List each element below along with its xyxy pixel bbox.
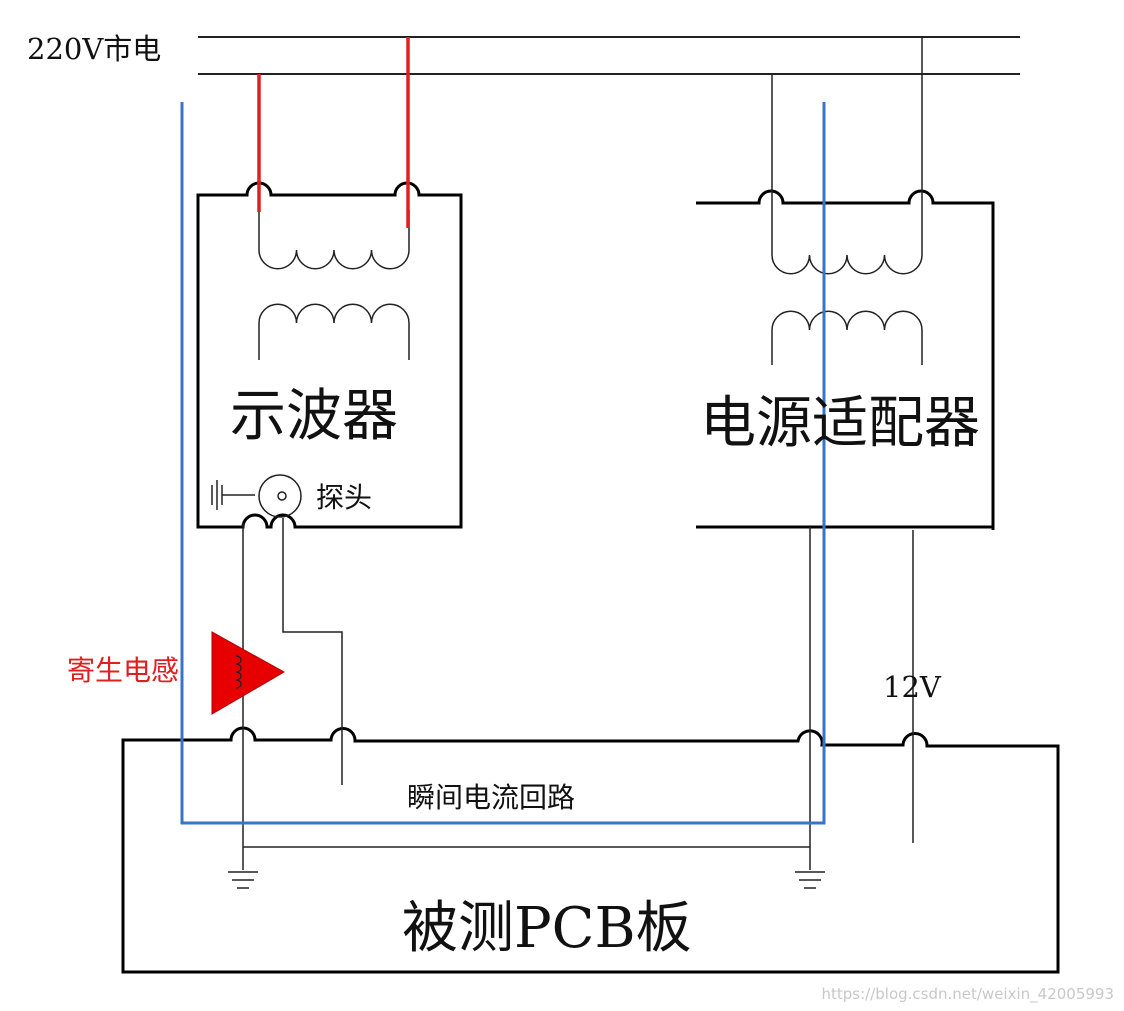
adapter-label: 电源适配器 — [700, 391, 980, 456]
pcb-label: 被测PCB板 — [402, 896, 692, 961]
mains-bus — [198, 36, 1020, 75]
loop-label: 瞬间电流回路 — [407, 781, 575, 814]
scope-ground-icon — [211, 480, 255, 510]
probe-label: 探头 — [316, 481, 372, 514]
mains-label: 220V市电 — [27, 32, 161, 66]
adapter-box — [696, 189, 995, 530]
oscilloscope-label: 示波器 — [230, 384, 398, 449]
current-loop — [180, 102, 826, 825]
pcb-ground-icon-right — [795, 871, 825, 889]
oscilloscope-transformer — [258, 210, 410, 360]
adapter-transformer — [771, 37, 923, 365]
pcb-ground-icon-left — [228, 871, 258, 889]
parasitic-inductance-icon — [211, 631, 286, 715]
watermark: https://blog.csdn.net/weixin_42005993 — [821, 985, 1114, 1004]
parasitic-label: 寄生电感 — [67, 654, 179, 687]
oscilloscope-mains-wires — [257, 37, 410, 228]
measurement-wires — [242, 518, 914, 870]
pcb-board — [121, 726, 1060, 974]
voltage-label: 12V — [883, 670, 942, 704]
oscilloscope-box — [196, 181, 463, 529]
probe-connector-icon — [258, 474, 302, 518]
